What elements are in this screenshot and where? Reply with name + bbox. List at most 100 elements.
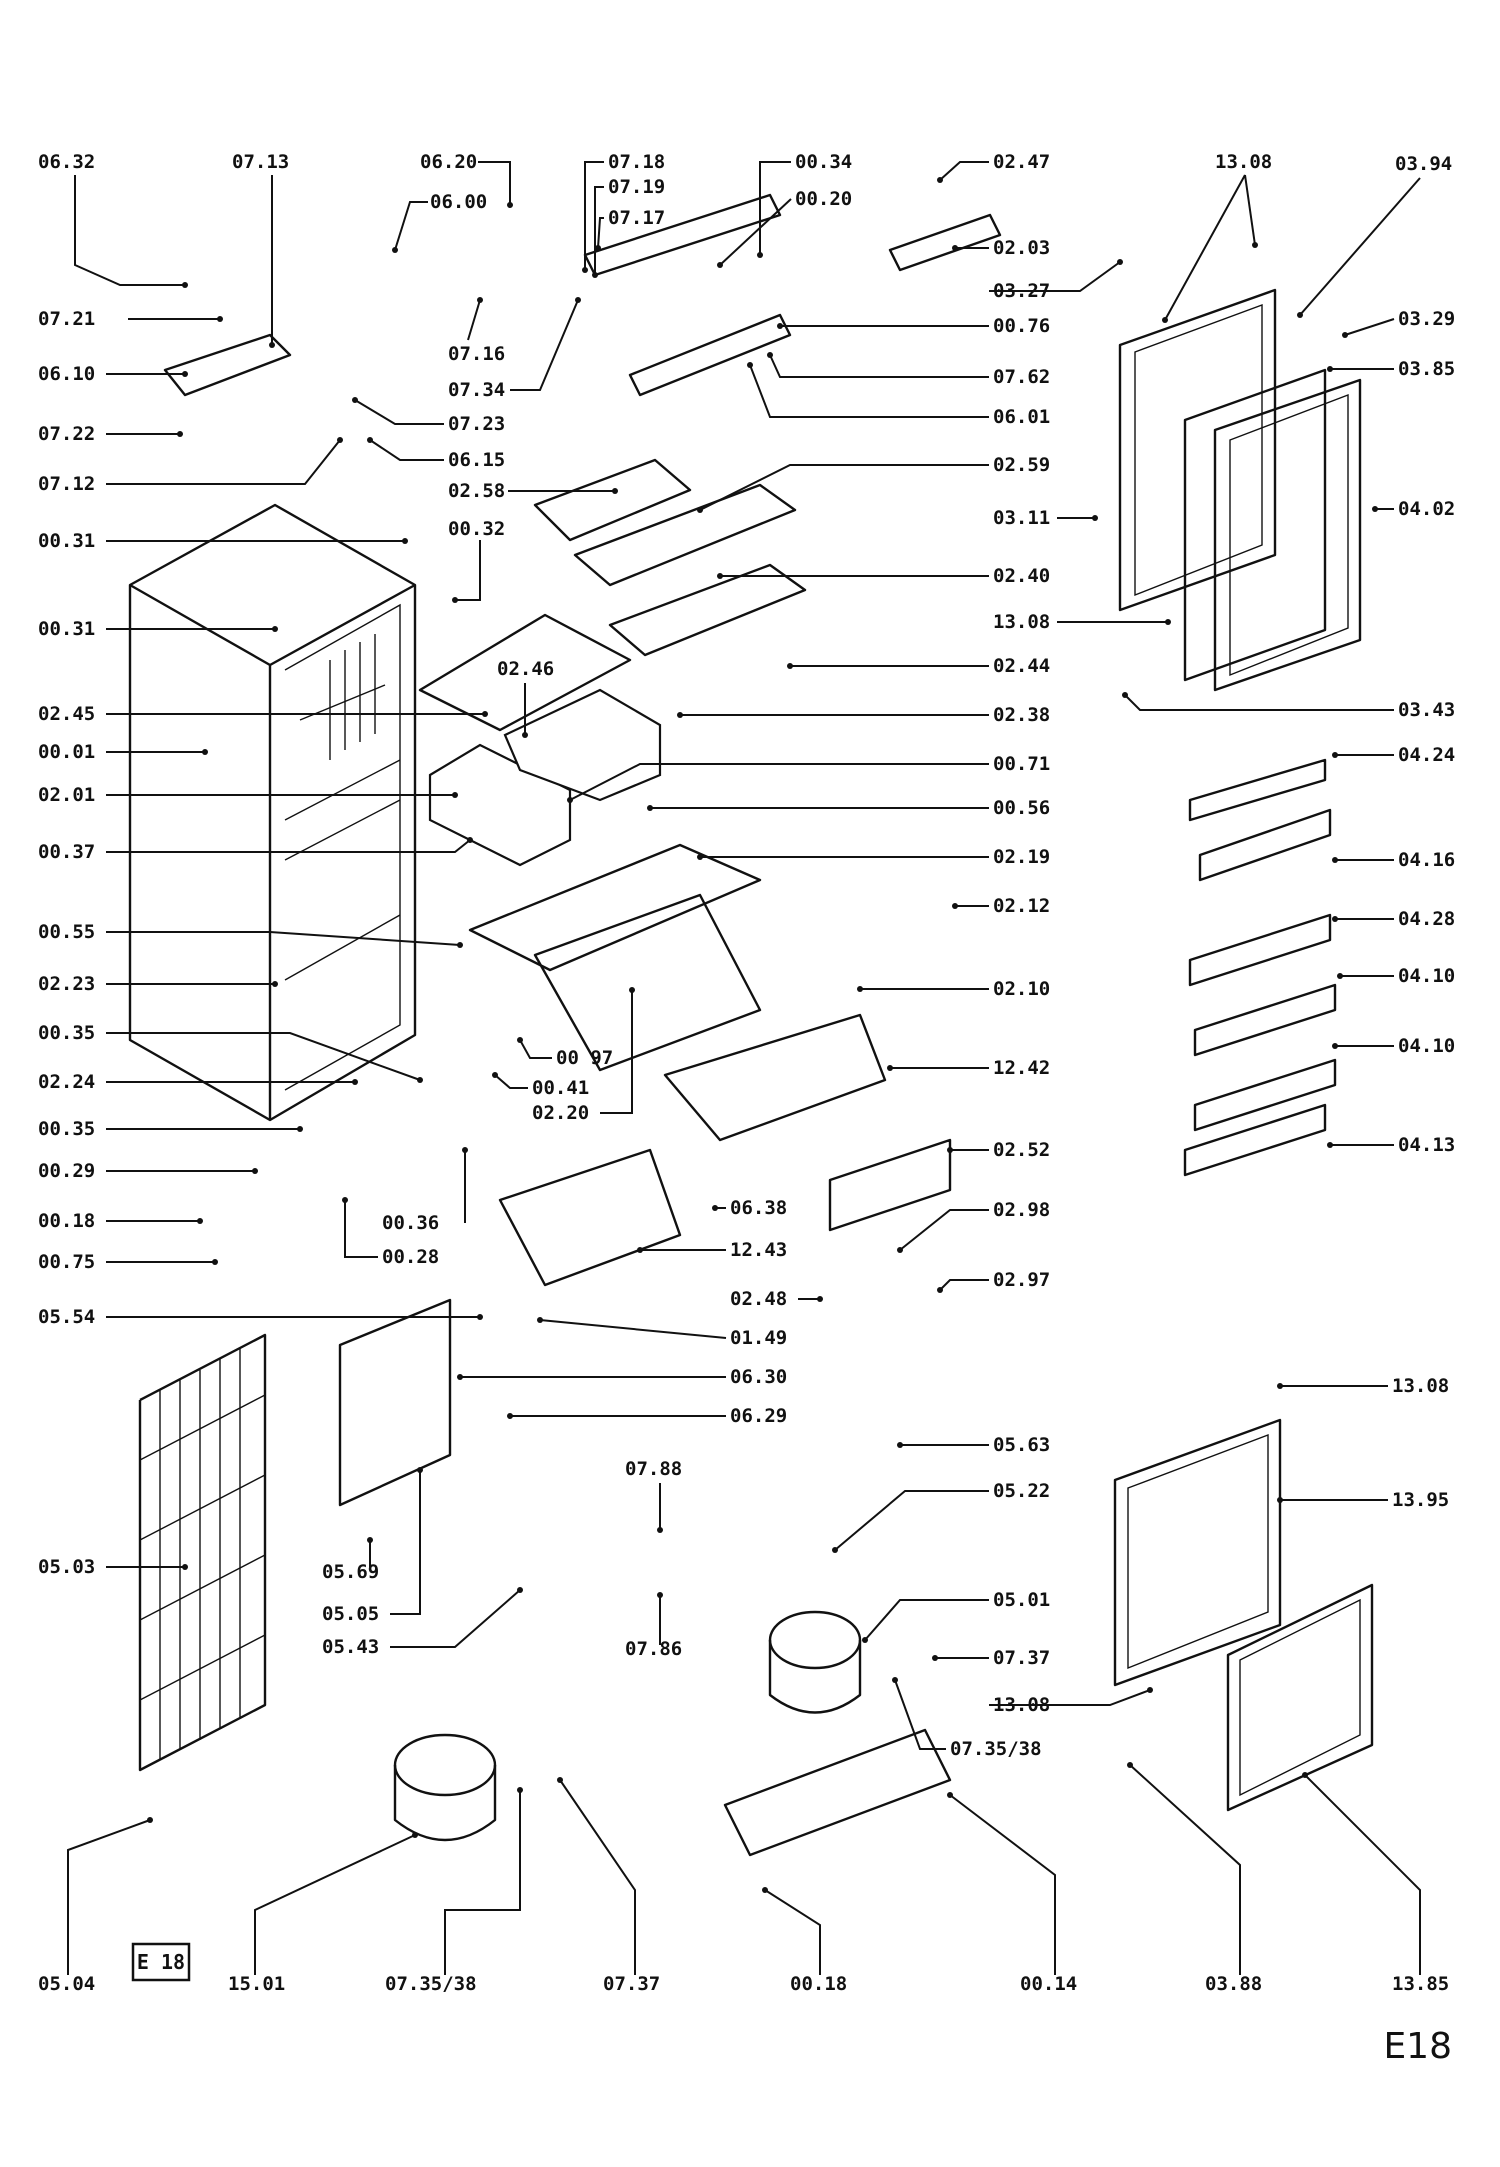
leader-line — [390, 1589, 521, 1648]
callout-label: 00.36 — [382, 1212, 439, 1234]
leader-dot — [1372, 506, 1378, 512]
leader-dot — [932, 1655, 938, 1661]
leader-dot — [717, 573, 723, 579]
leader-dot — [582, 267, 588, 273]
leader-dot — [352, 1079, 358, 1085]
leader-dot — [252, 1168, 258, 1174]
leader-line — [106, 1032, 421, 1081]
leader-dot — [857, 986, 863, 992]
callout-label: 00 97 — [556, 1047, 613, 1069]
leader-line — [749, 364, 989, 418]
leader-line — [699, 464, 989, 511]
callout-label: 00.76 — [993, 315, 1050, 337]
leader-line — [394, 201, 428, 251]
leader-dot — [697, 507, 703, 513]
callout-label: 02.46 — [497, 658, 554, 680]
callout-label: 02.10 — [993, 978, 1050, 1000]
callout-label: 00.20 — [795, 188, 852, 210]
leader-dot — [1337, 973, 1343, 979]
callout-label: 07.16 — [448, 343, 505, 365]
callout-label: 02.19 — [993, 846, 1050, 868]
leader-line — [106, 839, 471, 853]
callout-label: 03.11 — [993, 507, 1050, 529]
leader-dot — [492, 1072, 498, 1078]
leader-line — [899, 1209, 989, 1251]
callout-label: 00.34 — [795, 151, 852, 173]
callout-label: 13.08 — [1392, 1375, 1449, 1397]
leader-line — [1244, 174, 1256, 246]
leader-dot — [575, 297, 581, 303]
callout-label: 02.38 — [993, 704, 1050, 726]
callout-label: 05.43 — [322, 1636, 379, 1658]
leader-line — [106, 931, 461, 946]
callout-label: 02.01 — [38, 784, 95, 806]
callout-label: 00.41 — [532, 1077, 589, 1099]
lower-door-drawing — [1113, 1418, 1374, 1812]
callout-label: 12.43 — [730, 1239, 787, 1261]
callout-label: 07.13 — [232, 151, 289, 173]
leader-dot — [1162, 317, 1168, 323]
leader-dot — [342, 1197, 348, 1203]
leader-dot — [147, 1817, 153, 1823]
leader-dot — [832, 1547, 838, 1553]
leader-dot — [1252, 242, 1258, 248]
leader-dot — [897, 1247, 903, 1253]
callout-label: 00.32 — [448, 518, 505, 540]
leader-dot — [467, 837, 473, 843]
leader-dot — [757, 252, 763, 258]
callout-label: 02.98 — [993, 1199, 1050, 1221]
callout-label: 07.35/38 — [950, 1738, 1042, 1760]
callout-label: 00.56 — [993, 797, 1050, 819]
callout-label: 00.29 — [38, 1160, 95, 1182]
leader-line — [764, 1889, 821, 1975]
leader-dot — [1092, 515, 1098, 521]
leader-dot — [1147, 1687, 1153, 1693]
leader-dot — [367, 1537, 373, 1543]
callout-label: 00.35 — [38, 1118, 95, 1140]
leader-line — [106, 439, 341, 485]
leader-dot — [517, 1787, 523, 1793]
leader-dot — [457, 1374, 463, 1380]
leader-dot — [1342, 332, 1348, 338]
callout-label: 05.69 — [322, 1561, 379, 1583]
compressor-drawing — [393, 1610, 862, 1842]
leader-dot — [657, 1527, 663, 1533]
callout-label: 06.15 — [448, 449, 505, 471]
callout-label: 01.49 — [730, 1327, 787, 1349]
callout-label: 07.62 — [993, 366, 1050, 388]
leader-dot — [182, 1564, 188, 1570]
leader-dot — [412, 1832, 418, 1838]
leader-line — [939, 161, 989, 181]
box-code-text: E 18 — [137, 1950, 185, 1974]
callout-label: 02.20 — [532, 1102, 589, 1124]
leader-dot — [952, 245, 958, 251]
callout-label: 07.12 — [38, 473, 95, 495]
callout-label: 00.37 — [38, 841, 95, 863]
leader-dot — [202, 749, 208, 755]
leader-dot — [452, 597, 458, 603]
leader-dot — [677, 712, 683, 718]
leader-line — [390, 1470, 421, 1615]
leader-line — [949, 1794, 1056, 1975]
leader-line — [989, 1689, 1151, 1706]
leader-dot — [567, 797, 573, 803]
leader-dot — [352, 397, 358, 403]
leader-line — [600, 990, 633, 1114]
leader-dot — [647, 805, 653, 811]
callout-label: 04.10 — [1398, 1035, 1455, 1057]
leader-dot — [452, 792, 458, 798]
leader-dot — [537, 1317, 543, 1323]
leader-dot — [1302, 1772, 1308, 1778]
leader-dot — [1332, 1043, 1338, 1049]
leader-line — [894, 1679, 946, 1750]
box-code: E 18 — [131, 1942, 191, 1982]
callout-label: 03.85 — [1398, 358, 1455, 380]
leader-dot — [592, 272, 598, 278]
leader-dot — [637, 1247, 643, 1253]
leader-line — [478, 161, 511, 205]
leader-line — [510, 299, 579, 391]
callout-label: 04.28 — [1398, 908, 1455, 930]
callout-label: 05.54 — [38, 1306, 95, 1328]
callout-label: 15.01 — [228, 1973, 285, 1995]
callout-label: 03.29 — [1398, 308, 1455, 330]
